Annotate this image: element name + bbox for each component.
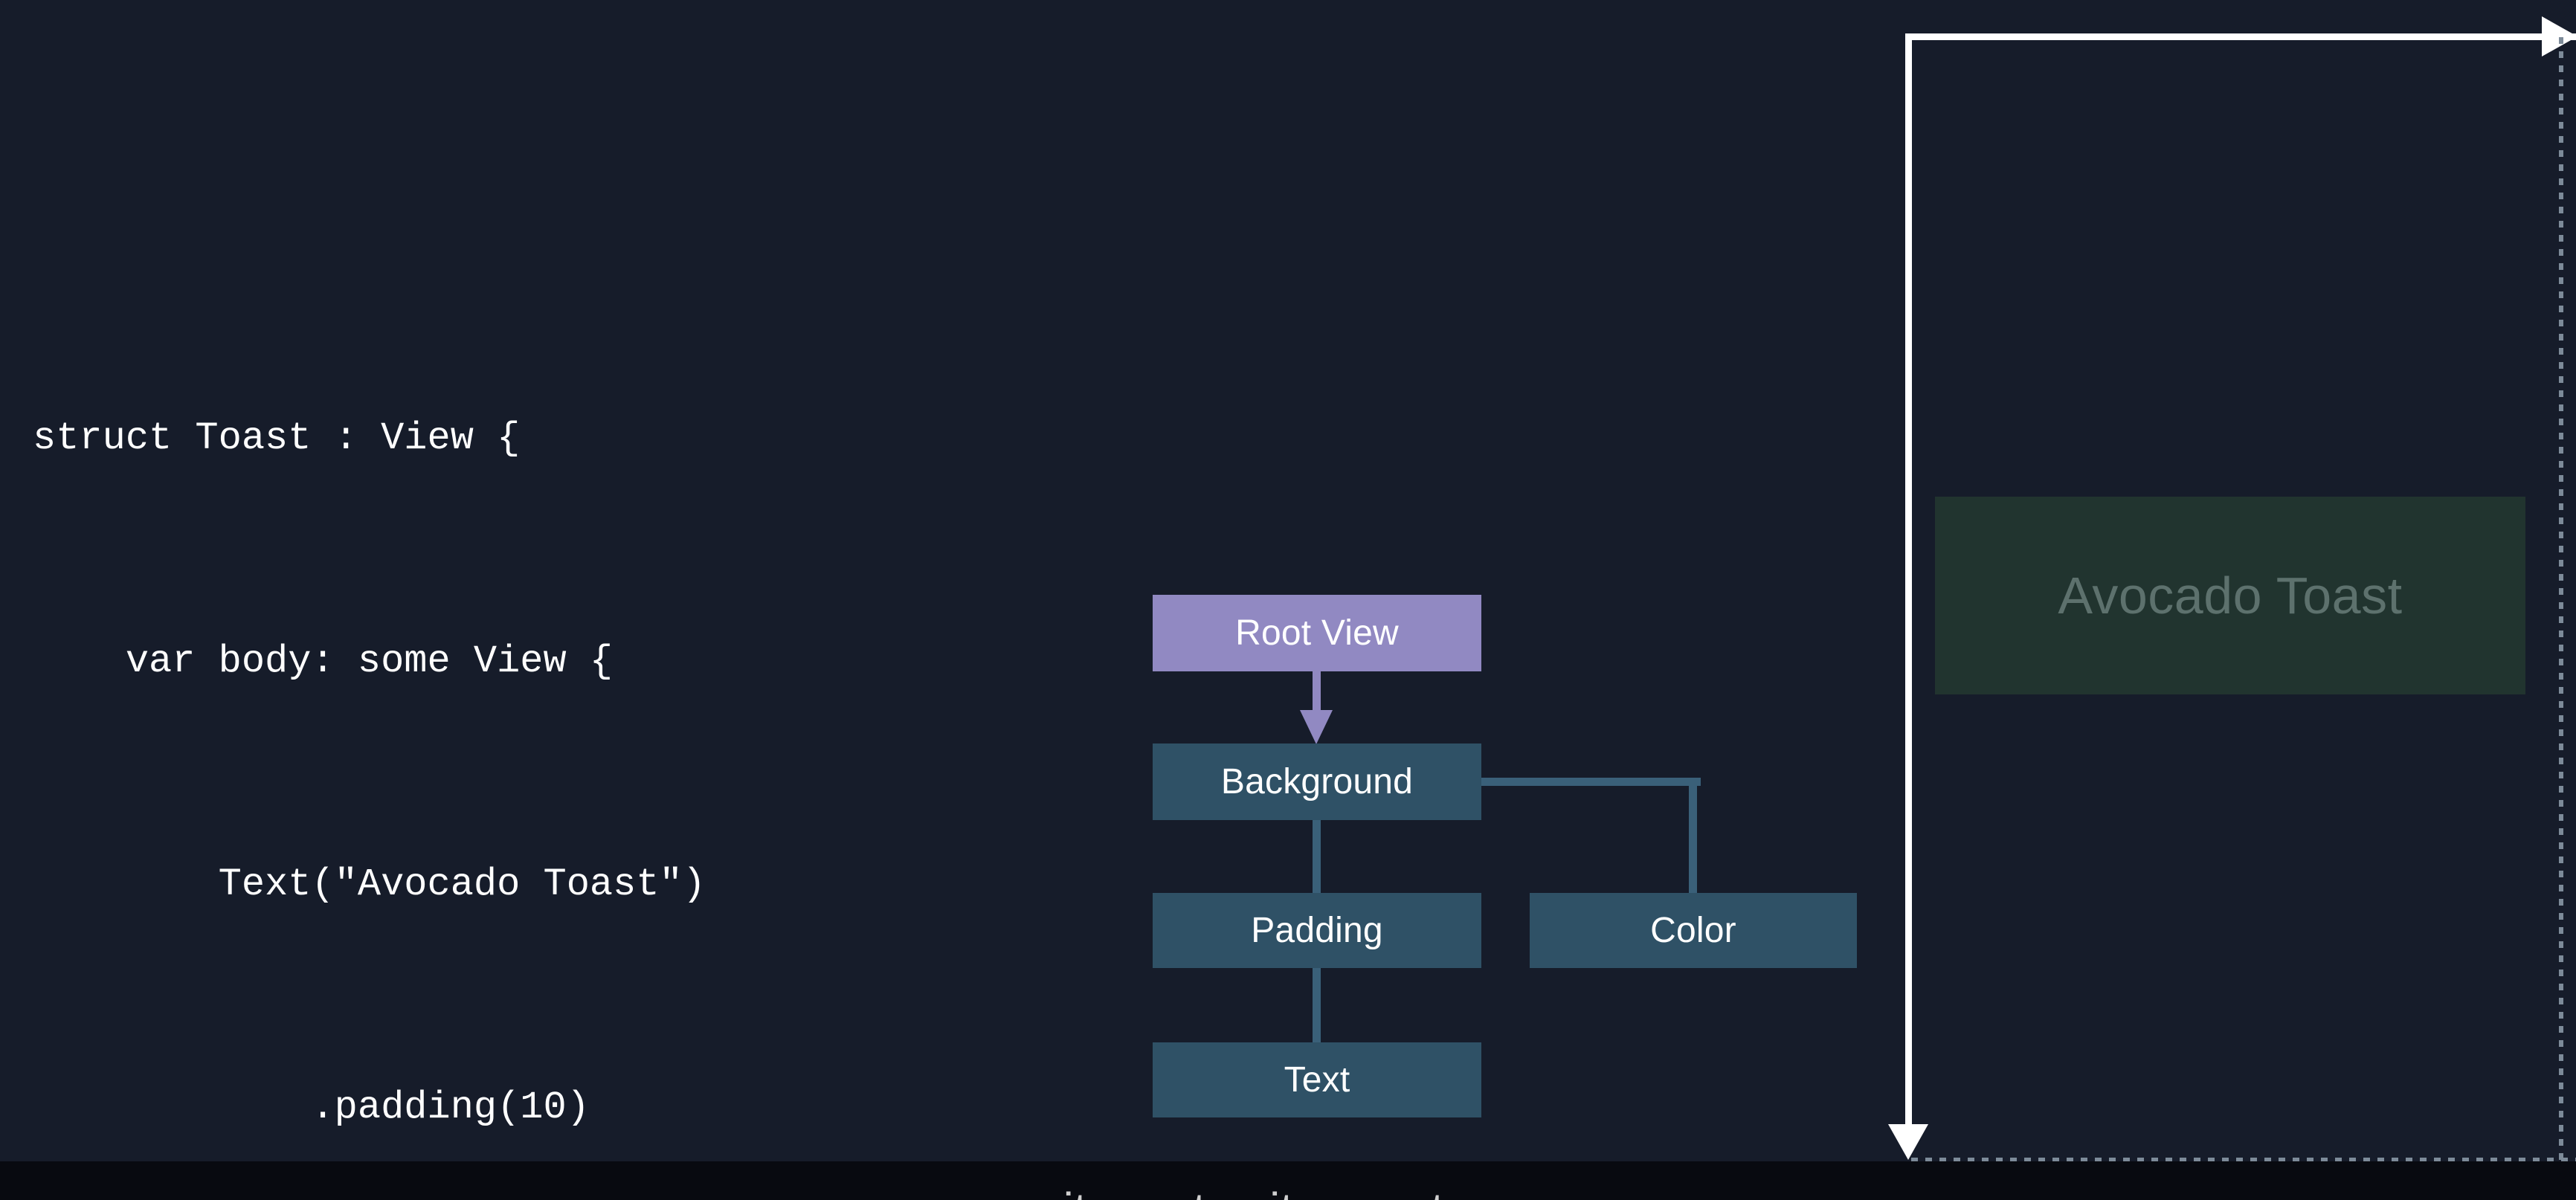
code-line-4: .padding(10) [33,1086,590,1129]
swift-code-block: struct Toast : View { var body: some Vie… [33,253,868,1200]
tree-node-background[interactable]: Background [1153,743,1481,820]
code-line-2: var body: some View { [33,639,614,683]
tree-node-label: Text [1284,1060,1350,1100]
edge-root-to-background [1313,671,1321,713]
preview-axis-vertical [1905,33,1912,1134]
dotted-guide-bottom [1911,1158,2576,1162]
caption-text: it creates its own tree [0,1182,2576,1200]
edge-background-to-color-vertical [1689,778,1697,895]
caption-strip: it creates its own tree [0,1161,2576,1200]
dotted-guide-right [2559,37,2563,1167]
avocado-toast-label: Avocado Toast [2058,567,2403,625]
edge-background-to-color-horizontal [1481,778,1701,786]
tree-node-label: Root View [1235,613,1399,653]
avocado-toast-preview: Avocado Toast [1935,497,2525,694]
tree-node-text[interactable]: Text [1153,1042,1481,1117]
tree-node-label: Background [1220,762,1414,801]
arrowhead-root-to-background-icon [1300,710,1333,744]
edge-background-to-padding [1313,820,1321,893]
tree-node-color[interactable]: Color [1530,893,1857,968]
edge-padding-to-text [1313,968,1321,1042]
tree-node-label: Color [1650,911,1736,950]
tree-node-label: Padding [1251,911,1383,950]
preview-axis-horizontal [1905,33,2576,40]
code-line-3: Text("Avocado Toast") [33,862,706,906]
tree-node-padding[interactable]: Padding [1153,893,1481,968]
arrow-down-icon [1888,1124,1928,1160]
tree-node-root-view[interactable]: Root View [1153,595,1481,671]
code-line-1: struct Toast : View { [33,416,521,460]
